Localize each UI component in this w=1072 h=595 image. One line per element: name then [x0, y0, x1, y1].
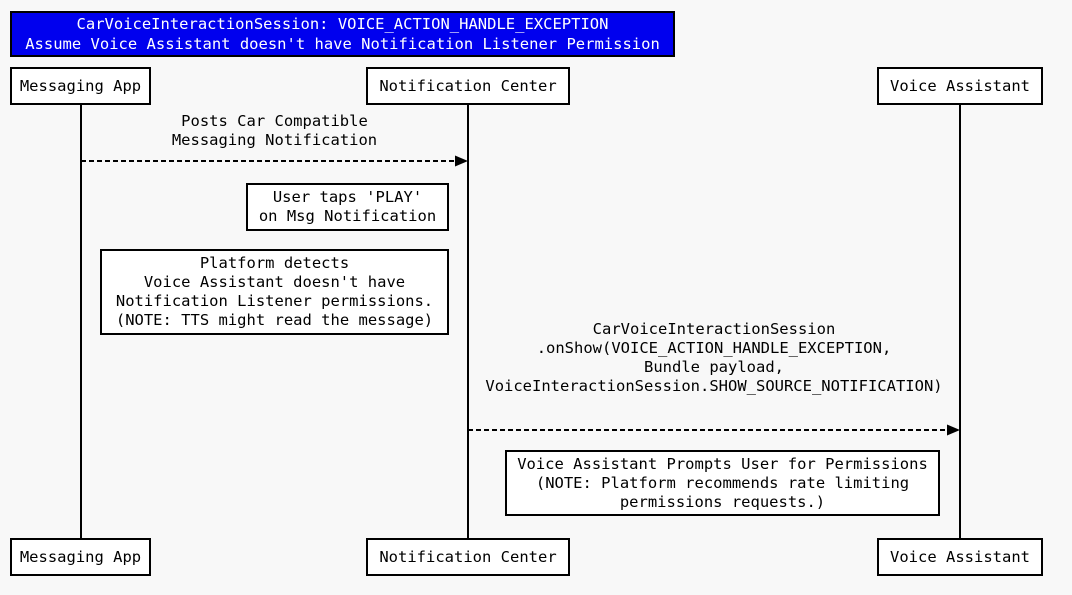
- note-line: Voice Assistant Prompts User for Permiss…: [517, 454, 928, 473]
- diagram-title-line1: CarVoiceInteractionSession: VOICE_ACTION…: [76, 15, 609, 33]
- actor-top-messaging-app: Messaging App: [10, 67, 151, 105]
- note-line: Platform detects: [199, 254, 350, 272]
- actor-top-voice-assistant: Voice Assistant: [877, 67, 1043, 105]
- actor-bottom-voice-assistant: Voice Assistant: [877, 538, 1043, 576]
- note-voice-assistant-prompts: Voice Assistant Prompts User for Permiss…: [505, 450, 940, 516]
- actor-label: Messaging App: [19, 548, 142, 566]
- actor-label: Voice Assistant: [890, 548, 1030, 566]
- actor-bottom-notification-center: Notification Center: [366, 538, 570, 576]
- message-line: Bundle payload,: [644, 358, 784, 376]
- message-1-dashed-arrow: [81, 155, 468, 167]
- actor-label: Notification Center: [379, 77, 557, 95]
- note-line: Notification Listener permissions.: [115, 292, 434, 310]
- note-line: on Msg Notification: [258, 207, 437, 225]
- message-line: Messaging Notification: [171, 131, 378, 149]
- message-line: .onShow(VOICE_ACTION_HANDLE_EXCEPTION,: [536, 339, 892, 357]
- lifeline-messaging-app: [80, 105, 82, 538]
- message-line: VoiceInteractionSession.SHOW_SOURCE_NOTI…: [485, 377, 943, 395]
- diagram-title-box: CarVoiceInteractionSession: VOICE_ACTION…: [10, 11, 675, 57]
- note-user-taps-play: User taps 'PLAY' on Msg Notification: [246, 183, 449, 231]
- note-line: (NOTE: Platform recommends rate limiting: [535, 473, 910, 492]
- diagram-title-line2: Assume Voice Assistant doesn't have Noti…: [25, 35, 660, 53]
- note-platform-detects: Platform detects Voice Assistant doesn't…: [100, 249, 449, 335]
- lifeline-notification-center: [467, 105, 469, 538]
- message-line: Posts Car Compatible: [181, 112, 368, 130]
- message-line: CarVoiceInteractionSession: [592, 320, 836, 338]
- lifeline-voice-assistant: [959, 105, 961, 538]
- note-line: Voice Assistant doesn't have: [143, 273, 406, 291]
- note-line: (NOTE: TTS might read the message): [115, 311, 434, 329]
- actor-label: Messaging App: [19, 77, 142, 95]
- actor-label: Voice Assistant: [890, 77, 1030, 95]
- message-2-dashed-arrow: [468, 424, 960, 436]
- actor-top-notification-center: Notification Center: [366, 67, 570, 105]
- message-2-label: CarVoiceInteractionSession .onShow(VOICE…: [468, 320, 960, 396]
- actor-label: Notification Center: [379, 548, 557, 566]
- actor-bottom-messaging-app: Messaging App: [10, 538, 151, 576]
- message-1-label: Posts Car Compatible Messaging Notificat…: [81, 112, 468, 150]
- note-line: permissions requests.): [619, 492, 826, 511]
- note-line: User taps 'PLAY': [272, 188, 423, 206]
